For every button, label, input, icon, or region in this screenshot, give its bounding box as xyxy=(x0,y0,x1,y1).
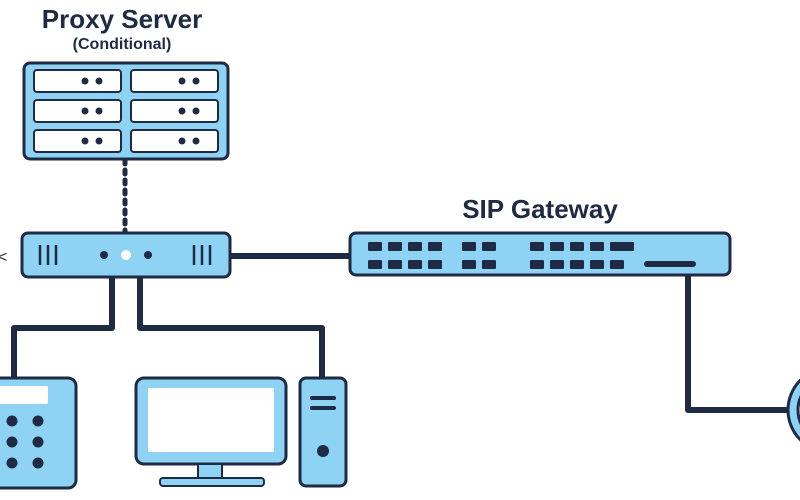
gateway-port xyxy=(462,260,476,269)
gateway-port xyxy=(482,242,496,251)
gateway-port xyxy=(462,242,476,251)
gateway-port xyxy=(530,260,544,269)
gateway-port xyxy=(530,242,544,251)
gateway-port xyxy=(570,260,584,269)
gateway-port xyxy=(620,242,634,251)
gateway-port xyxy=(550,242,564,251)
partial-round-device-icon xyxy=(786,378,800,442)
sip-gateway-icon xyxy=(348,231,732,277)
proxy-server-icon xyxy=(22,61,230,161)
monitor-icon xyxy=(134,376,288,487)
gateway-port xyxy=(368,260,382,269)
gateway-port xyxy=(590,242,604,251)
connections xyxy=(11,157,790,413)
gateway-port xyxy=(570,242,584,251)
switch-left-edge-mark: < xyxy=(0,249,7,266)
gateway-port xyxy=(428,260,442,269)
gateway-port xyxy=(368,242,382,251)
gateway-port xyxy=(408,242,422,251)
link-switch-to-phone xyxy=(11,278,115,380)
gateway-port xyxy=(590,260,604,269)
gateway-port xyxy=(388,242,402,251)
gateway-port xyxy=(550,260,564,269)
gateway-port xyxy=(428,242,442,251)
link-switch-to-computer xyxy=(137,278,325,378)
desktop-tower-icon xyxy=(298,376,348,488)
proxy-server-subtitle: (Conditional) xyxy=(72,36,172,53)
link-gateway-to-right-device xyxy=(685,276,790,413)
gateway-port xyxy=(388,260,402,269)
network-switch-icon xyxy=(20,231,232,279)
sip-gateway-title: SIP Gateway xyxy=(462,194,618,224)
proxy-server-title: Proxy Server xyxy=(41,4,203,34)
gateway-port xyxy=(610,260,624,269)
gateway-port xyxy=(408,260,422,269)
ip-phone-icon xyxy=(0,376,78,490)
gateway-port xyxy=(482,260,496,269)
